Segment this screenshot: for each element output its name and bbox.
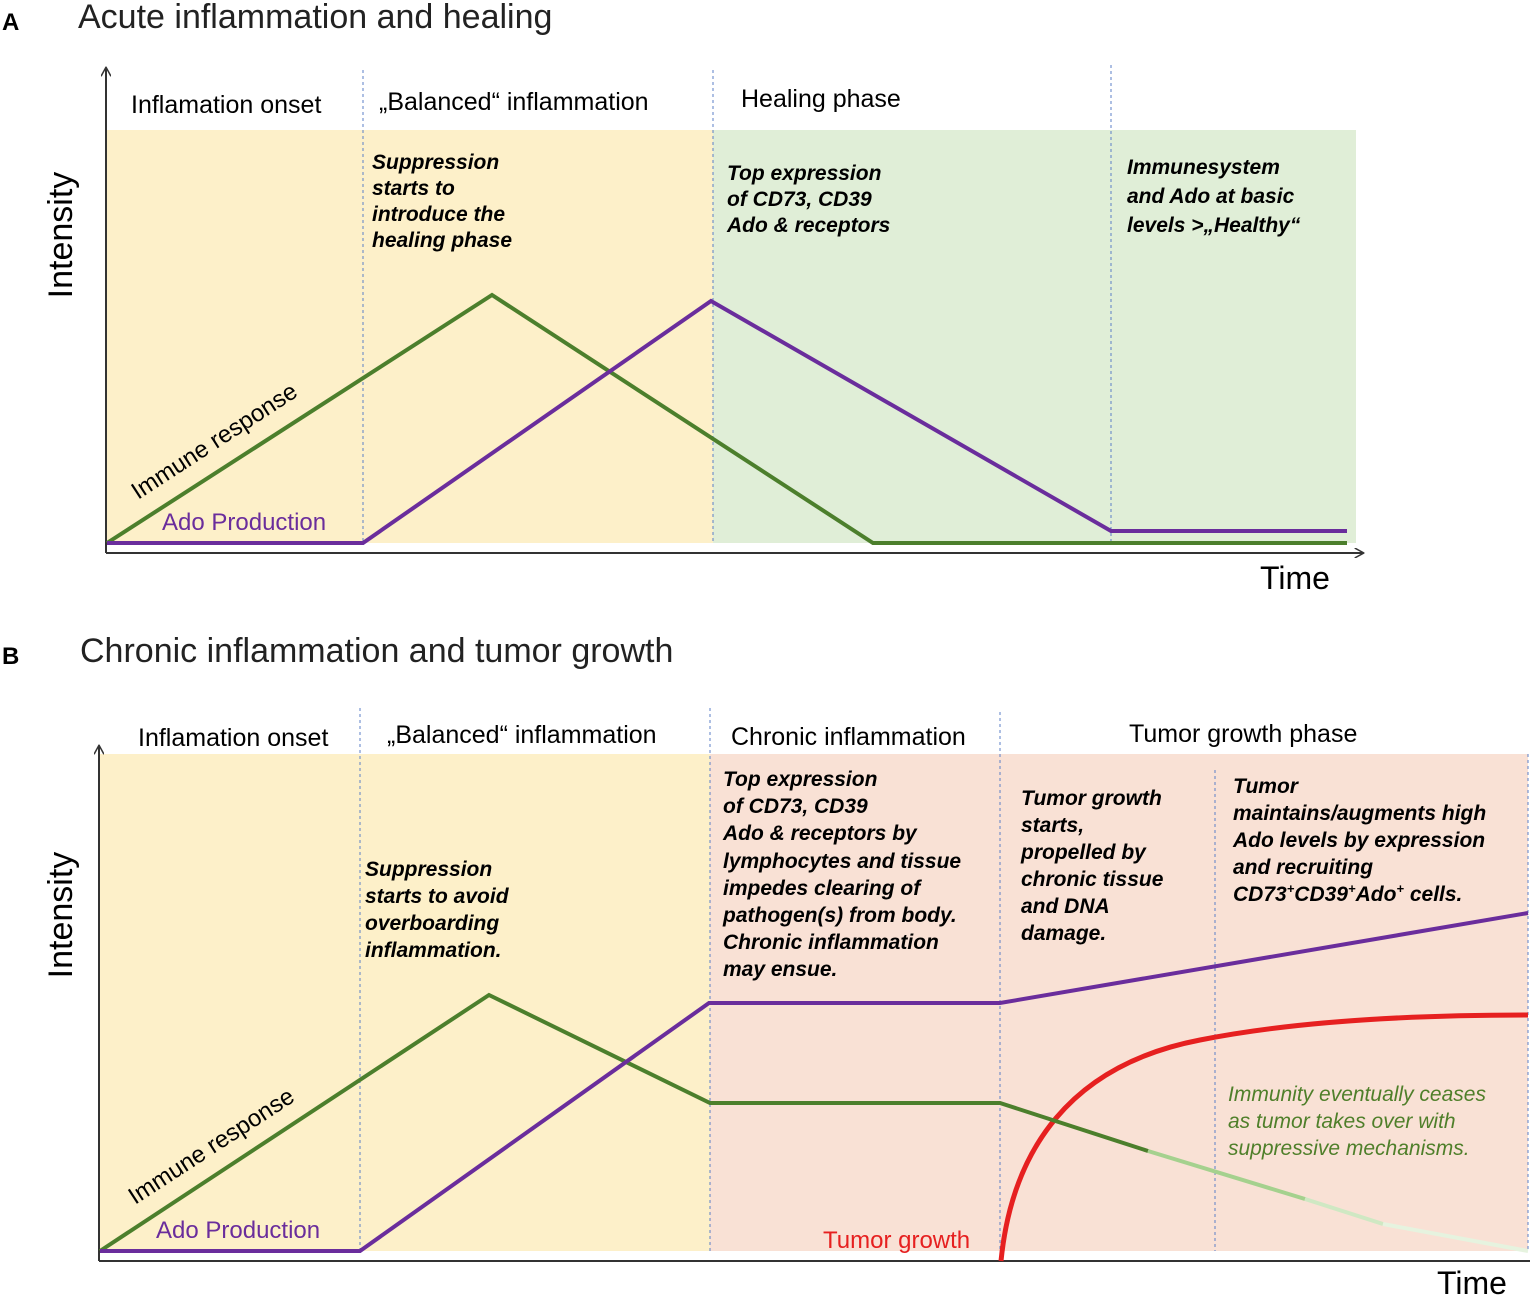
panel-a-letter: A bbox=[2, 9, 19, 36]
panel-b-phase-tumor-growth: Tumor growth phase bbox=[1129, 720, 1357, 748]
panel-a-phase-onset: Inflamation onset bbox=[131, 91, 321, 119]
panel-b-title: Chronic inflammation and tumor growth bbox=[80, 632, 673, 670]
panel-b-immune-response-fade-3 bbox=[1382, 1222, 1529, 1253]
panel-a-note-basic-levels: Immunesystem and Ado at basic levels >„H… bbox=[1127, 156, 1301, 237]
panel-a-yellow-background bbox=[107, 130, 713, 543]
panel-b-phase-onset: Inflamation onset bbox=[138, 724, 328, 752]
panel-b-letter: B bbox=[2, 643, 19, 670]
panel-b-note-tumor-start: Tumor growth starts, propelled by chroni… bbox=[1020, 787, 1169, 945]
panel-b-phase-balanced: „Balanced“ inflammation bbox=[387, 721, 657, 749]
panel-b-phase-chronic: Chronic inflammation bbox=[731, 723, 966, 751]
panel-b-yellow-background bbox=[100, 754, 710, 1251]
panel-b-note-suppression: Suppression starts to avoid overboarding… bbox=[365, 858, 514, 962]
panel-b-immune-response-line bbox=[98, 992, 1149, 1253]
panel-b-ado-production-line bbox=[100, 911, 1529, 1253]
panel-a-x-axis-label: Time bbox=[1260, 560, 1330, 596]
panel-b-immune-response-fade-2 bbox=[1304, 1197, 1384, 1226]
panel-a: A Acute inflammation and healing Inflama… bbox=[2, 0, 1363, 596]
panel-b-tumor-growth-label: Tumor growth bbox=[823, 1227, 970, 1254]
panel-a-phase-balanced: „Balanced“ inflammation bbox=[379, 88, 649, 116]
panel-b-immune-response-fade-1 bbox=[1147, 1149, 1306, 1201]
panel-a-phase-healing: Healing phase bbox=[741, 85, 901, 113]
panel-b-note-tumor-maintains: Tumor maintains/augments high Ado levels… bbox=[1232, 775, 1492, 906]
panel-b-note-immunity-ceases: Immunity eventually ceases as tumor take… bbox=[1228, 1083, 1492, 1160]
panel-a-note-suppression: Suppression starts to introduce the heal… bbox=[372, 151, 512, 252]
panel-b-tumor-growth-curve bbox=[998, 1012, 1529, 1262]
panel-a-ado-production-line bbox=[107, 298, 1347, 545]
panel-a-y-axis-label: Intensity bbox=[42, 172, 80, 299]
panel-b-x-axis-label: Time bbox=[1437, 1265, 1507, 1296]
panel-b: B Chronic inflammation and tumor growth … bbox=[2, 632, 1530, 1296]
panel-b-ado-production-label: Ado Production bbox=[156, 1217, 320, 1244]
panel-a-green-background bbox=[713, 130, 1356, 543]
panel-a-note-top-expression: Top expression of CD73, CD39 Ado & recep… bbox=[726, 162, 890, 237]
panel-a-immune-response-line bbox=[105, 292, 1347, 545]
panel-a-title: Acute inflammation and healing bbox=[78, 0, 552, 36]
panel-b-note-top-expression: Top expression of CD73, CD39 Ado & recep… bbox=[722, 768, 967, 981]
panel-a-ado-production-label: Ado Production bbox=[162, 509, 326, 536]
panel-b-y-axis-label: Intensity bbox=[42, 852, 80, 979]
